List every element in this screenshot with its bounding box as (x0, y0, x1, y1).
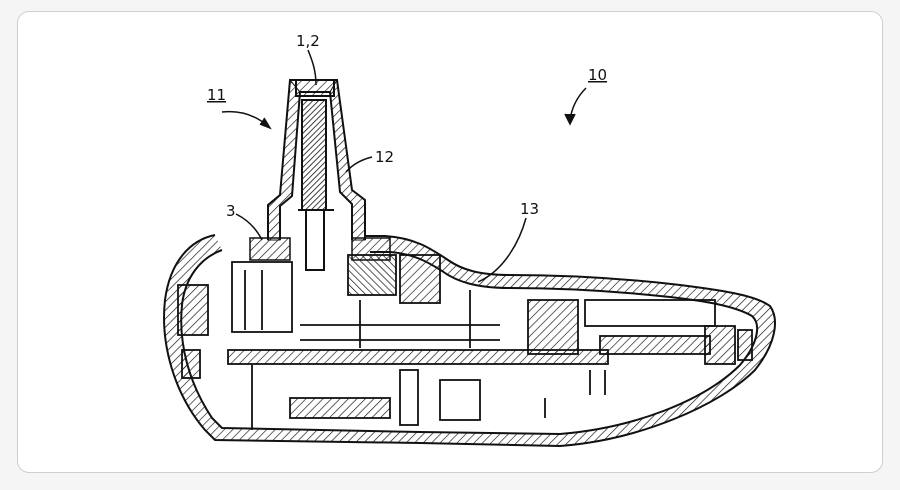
label-device: 10 (588, 66, 607, 84)
leader-lines (221, 49, 587, 283)
label-probe: 11 (207, 86, 226, 104)
label-sensor-assembly: 1,2 (296, 32, 320, 50)
tip-cover-wall-left (267, 78, 301, 241)
tip-cover-wall-right (329, 78, 366, 241)
internal-components (177, 254, 753, 430)
seal-ring (249, 237, 291, 261)
label-tip-cover: 12 (375, 148, 394, 166)
housing-wall-right (510, 275, 775, 370)
label-housing: 13 (520, 200, 539, 218)
housing-wall-neck (385, 236, 510, 288)
label-seal: 3 (226, 202, 236, 220)
figure-frame (17, 11, 883, 473)
housing-wall-left (164, 235, 222, 440)
housing-wall-bottom (215, 365, 755, 446)
